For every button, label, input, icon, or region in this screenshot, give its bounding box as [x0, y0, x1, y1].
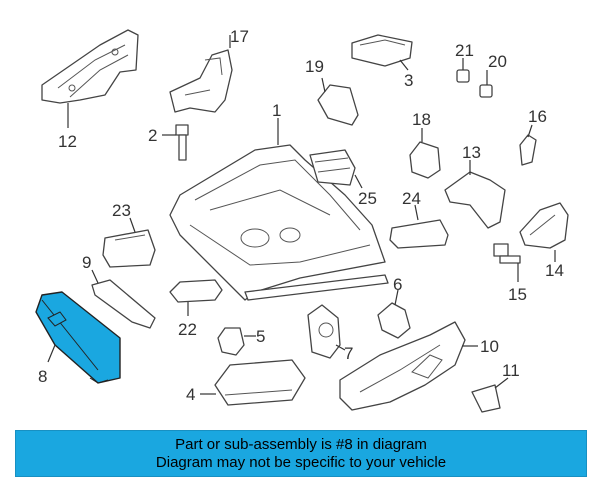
callout-8: 8 [38, 367, 47, 386]
callout-19: 19 [305, 57, 324, 76]
part-15-shape [493, 243, 521, 264]
callout-2: 2 [148, 126, 157, 145]
callout-9: 9 [82, 253, 91, 272]
part-20-shape [479, 84, 493, 98]
callout-6: 6 [393, 275, 402, 294]
callout-10: 10 [480, 337, 499, 356]
part-5-shape [217, 327, 245, 356]
part-25-shape [309, 149, 356, 186]
callout-12: 12 [58, 132, 77, 151]
part-6-shape [377, 302, 411, 339]
parts-diagram: 12 17 3 21 20 19 2 [35, 27, 569, 413]
part-2-shape [175, 124, 189, 161]
callout-1: 1 [272, 101, 281, 120]
part-11-shape [471, 384, 501, 413]
info-banner: Part or sub-assembly is #8 in diagram Di… [15, 430, 587, 477]
part-18-shape [409, 141, 441, 179]
part-3-shape [351, 34, 413, 67]
part-16-shape [519, 134, 537, 166]
part-4-shape [214, 359, 306, 406]
banner-line-1: Part or sub-assembly is #8 in diagram [175, 435, 427, 453]
callout-5: 5 [256, 327, 265, 346]
callout-4: 4 [186, 385, 195, 404]
callout-20: 20 [488, 52, 507, 71]
part-10-shape [339, 321, 466, 411]
callout-18: 18 [412, 110, 431, 129]
part-13-shape [444, 171, 506, 229]
part-12-shape [41, 29, 139, 104]
part-14-shape [519, 202, 569, 249]
callout-24: 24 [402, 189, 421, 208]
callout-16: 16 [528, 107, 547, 126]
part-22-shape [169, 279, 223, 303]
part-21-shape [456, 69, 470, 83]
banner-line-2: Diagram may not be specific to your vehi… [155, 453, 447, 471]
callout-13: 13 [462, 143, 481, 162]
callout-23: 23 [112, 201, 131, 220]
callout-14: 14 [545, 261, 564, 280]
callout-17: 17 [230, 27, 249, 46]
part-17-shape [169, 49, 233, 113]
part-24-shape [389, 219, 449, 249]
callout-7: 7 [344, 344, 353, 363]
part-7-shape [307, 304, 341, 359]
callout-25: 25 [358, 189, 377, 208]
callout-22: 22 [178, 320, 197, 339]
part-19-shape [317, 84, 359, 126]
part-23-shape [102, 229, 156, 268]
callout-11: 11 [502, 361, 520, 380]
callout-15: 15 [508, 285, 527, 304]
callout-21: 21 [455, 41, 474, 60]
callout-3: 3 [404, 71, 413, 90]
part-9-shape [91, 279, 156, 329]
part-8-highlighted[interactable] [35, 291, 121, 384]
